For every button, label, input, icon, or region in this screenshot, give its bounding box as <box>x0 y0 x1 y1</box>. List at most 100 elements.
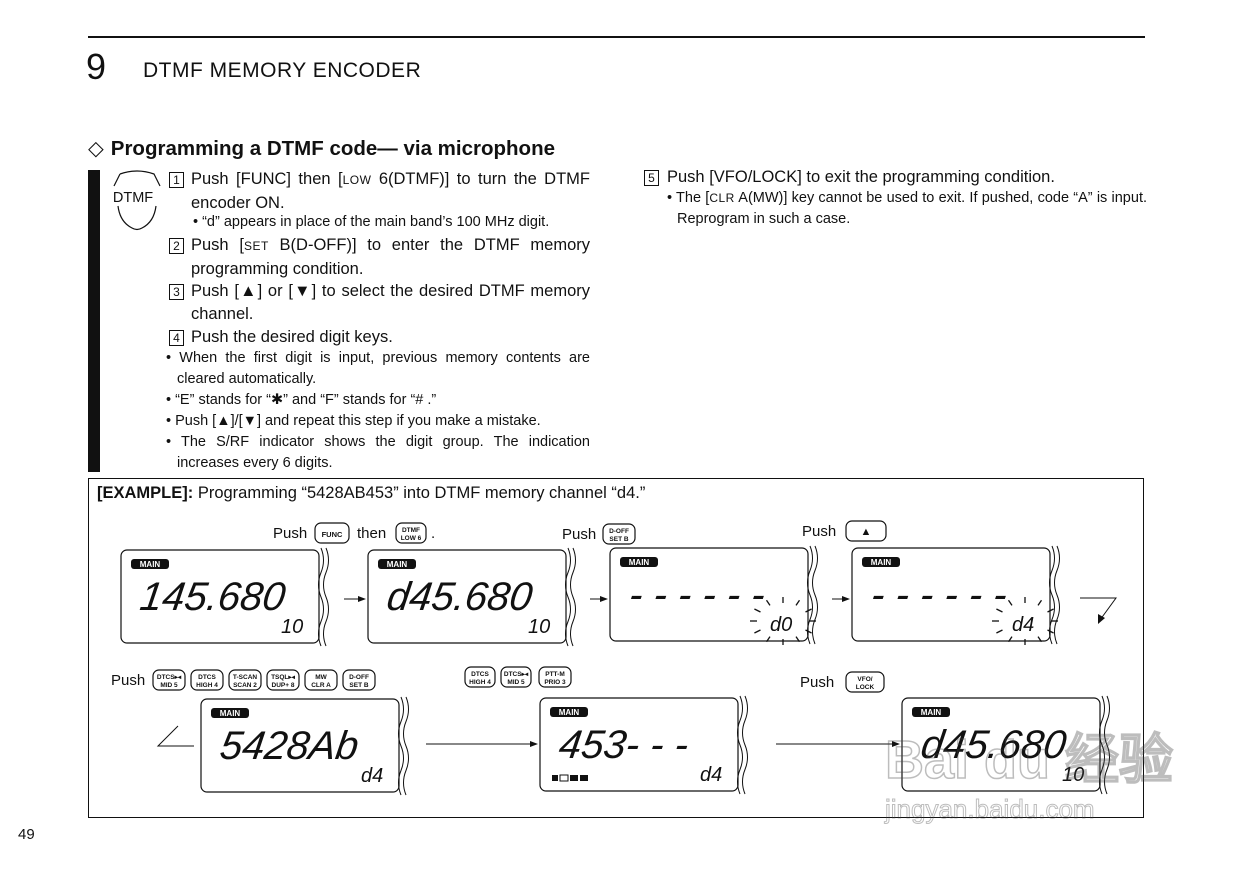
step-text: 6(DTMF)] to turn the DTMF encoder ON. <box>191 170 591 212</box>
flow-arrow <box>426 741 538 747</box>
step-text: Push [VFO/LOCK] to exit the programming … <box>667 168 1055 186</box>
svg-text:PTT-M: PTT-M <box>545 671 565 678</box>
svg-text:SET B: SET B <box>349 682 368 689</box>
push-label: Push <box>111 672 145 689</box>
svg-text:VFO/: VFO/ <box>857 676 872 683</box>
step-text: Push [FUNC] then [ <box>191 170 343 188</box>
vfo-lock-key: VFO/LOCK <box>845 671 885 693</box>
then-label: then <box>357 525 386 542</box>
lcd-main-readout: - - - - - - <box>626 572 768 617</box>
push-label: Push <box>802 523 836 540</box>
flow-arrow <box>776 741 900 747</box>
note-item: • Push [▲]/[▼] and repeat this step if y… <box>166 413 541 429</box>
svg-text:DTCS▸◂: DTCS▸◂ <box>504 671 529 678</box>
main-badge: MAIN <box>387 560 408 569</box>
step-text: B(D-OFF)] to enter the DTMF memory progr… <box>191 236 590 278</box>
step-2: 2 Push [SET B(D-OFF)] to enter the DTMF … <box>169 234 590 281</box>
lcd-main-readout: - - - - - - <box>868 572 1010 617</box>
continue-arrow <box>156 725 194 747</box>
main-badge: MAIN <box>220 709 241 718</box>
key-sublabel: SET <box>243 239 269 253</box>
svg-text:DTCS: DTCS <box>471 671 489 678</box>
svg-text:HIGH 4: HIGH 4 <box>469 679 491 686</box>
step-text: Push the desired digit keys. <box>191 328 393 346</box>
chapter-title: DTMF MEMORY ENCODER <box>143 59 422 82</box>
step-5: 5 Push [VFO/LOCK] to exit the programmin… <box>644 166 1144 189</box>
push-label: Push <box>273 525 307 542</box>
lcd-display: MAIN 453- - - d4 <box>539 697 739 792</box>
svg-text:SET B: SET B <box>609 536 628 543</box>
svg-text:PRIO 3: PRIO 3 <box>544 679 566 686</box>
svg-text:TSQL▸◂: TSQL▸◂ <box>271 674 296 681</box>
note-item: • When the first digit is input, previou… <box>166 350 590 387</box>
step-4: 4 Push the desired digit keys. <box>169 326 590 349</box>
example-text: Programming “5428AB453” into DTMF memory… <box>193 484 646 502</box>
step-number: 2 <box>169 238 184 254</box>
tsql-dup8-key: TSQL▸◂DUP+ 8 <box>266 669 300 691</box>
flow-arrow <box>590 596 608 602</box>
page-number: 49 <box>18 826 35 843</box>
svg-text:SCAN 2: SCAN 2 <box>233 682 257 689</box>
chapter-number: 9 <box>86 46 107 87</box>
note-item: • “E” stands for “✱” and “F” stands for … <box>166 392 437 408</box>
step-3: 3 Push [▲] or [▼] to select the desired … <box>169 280 590 326</box>
svg-text:MW: MW <box>315 674 327 681</box>
svg-text:LOW 6: LOW 6 <box>401 535 422 542</box>
lcd-sub-readout: d4 <box>700 764 722 786</box>
step-text: Push [ <box>191 236 244 254</box>
section-title-text: Programming a DTMF code— via microphone <box>110 137 555 160</box>
key-sublabel: LOW <box>342 173 372 187</box>
example-box <box>88 478 1144 818</box>
lcd-main-readout: d45.680 <box>918 722 1069 767</box>
lcd-sub-readout: 10 <box>281 616 303 638</box>
flow-arrow <box>344 596 366 602</box>
step-text: Push [▲] or [▼] to select the desired DT… <box>191 282 590 323</box>
main-badge: MAIN <box>871 558 892 567</box>
lcd-sub-readout: d4 <box>361 765 383 787</box>
step-number: 1 <box>169 172 184 188</box>
push-label: Push <box>800 674 834 691</box>
svg-text:DTCS: DTCS <box>198 674 216 681</box>
lcd-main-readout: 453- - - <box>556 722 691 767</box>
lcd-display: MAIN- - - - - -d0 <box>609 547 816 645</box>
svg-text:MID 5: MID 5 <box>160 682 178 689</box>
svg-text:DUP+ 8: DUP+ 8 <box>272 682 295 689</box>
main-badge: MAIN <box>140 560 161 569</box>
lcd-sub-readout: 10 <box>528 616 550 638</box>
svg-text:▲: ▲ <box>861 526 872 538</box>
step-number: 4 <box>169 330 184 346</box>
lcd-display: MAIN - - - - - -d4 <box>851 547 1058 645</box>
flow-arrow <box>832 596 850 602</box>
step-number: 3 <box>169 284 184 300</box>
svg-text:D-OFF: D-OFF <box>609 528 629 535</box>
step1-note: • “d” appears in place of the main band’… <box>193 214 550 230</box>
example-label: [EXAMPLE]: <box>97 484 194 502</box>
dtmf-icon-label: DTMF <box>113 190 153 206</box>
lcd-sub-readout: d4 <box>1012 614 1034 636</box>
dtcs-mid5-key: DTCS▸◂MID 5 <box>152 669 186 691</box>
key-sublabel: CLR <box>709 191 735 205</box>
svg-text:D-OFF: D-OFF <box>349 674 369 681</box>
svg-text:MID 5: MID 5 <box>507 679 525 686</box>
svg-text:T-SCAN: T-SCAN <box>233 674 258 681</box>
lcd-main-readout: 145.680 <box>137 574 288 619</box>
sidebar-bar <box>88 170 100 472</box>
main-badge: MAIN <box>629 558 650 567</box>
main-badge: MAIN <box>921 708 942 717</box>
push-label: Push <box>562 526 596 543</box>
svg-text:CLR A: CLR A <box>311 682 331 689</box>
main-badge: MAIN <box>559 708 580 717</box>
dtcs-mid5-key: DTCS▸◂MID 5 <box>500 666 532 688</box>
step5-note: • The [CLR A(MW)] key cannot be used to … <box>667 190 1147 227</box>
